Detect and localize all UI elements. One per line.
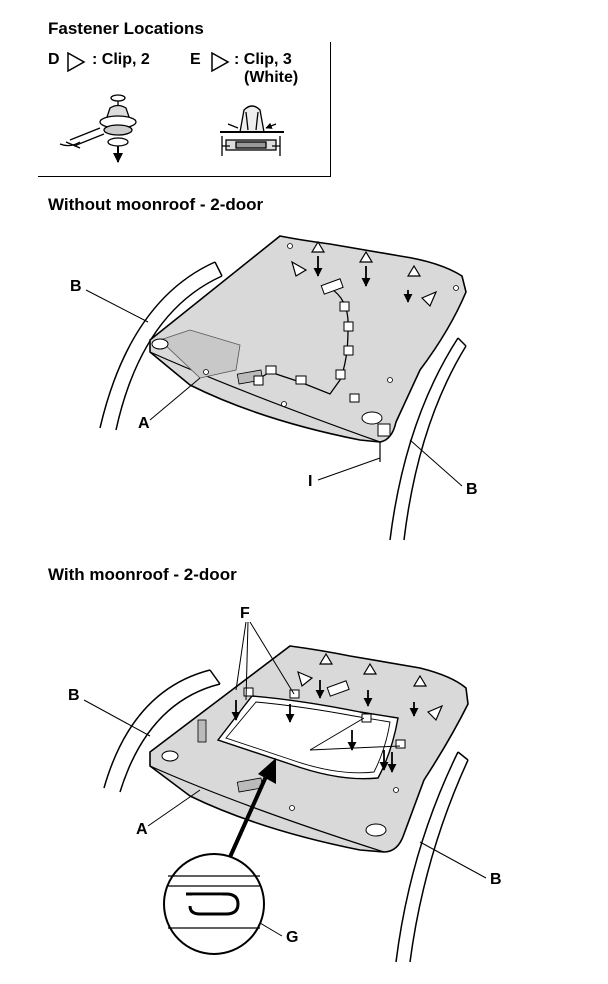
s2-label-g: G [286,929,299,946]
clip-d-illustration [59,94,137,163]
s2-clip-e-markers [318,652,428,687]
s1-pillar-left [99,261,223,431]
s2-leader-lines [83,621,487,937]
legend-e-letter: E [190,51,201,68]
legend-d-text: : Clip, 2 [92,51,150,68]
section-with-moonroof-title: With moonroof - 2-door [48,565,237,584]
s2-clip-d-markers [297,670,444,722]
s2-detail-arrow [224,758,276,867]
s2-label-f-top: F [240,605,250,622]
section-without-moonroof-title: Without moonroof - 2-door [48,195,264,214]
fastener-locations-title: Fastener Locations [48,19,204,38]
s2-pillar-right [395,751,469,963]
s1-clip-e-markers [310,240,422,303]
legend-e-text: : Clip, 3 [234,51,292,68]
s1-leader-lines [85,289,463,487]
s1-clip-d-markers [291,260,438,308]
legend-e-subtext: (White) [244,69,299,86]
legend-d-letter: D [48,51,60,68]
s1-label-i: I [308,473,313,490]
s2-headliner [149,645,469,853]
fastener-legend-box [38,42,331,177]
s1-pillar-right [389,337,467,541]
s1-headliner [149,235,467,462]
legend-d-triangle-icon [67,51,86,73]
clip-e-illustration [220,105,284,156]
s2-pillar-left [103,669,221,793]
s2-label-b-left: B [68,687,80,704]
s1-label-b-left: B [70,278,82,295]
s2-detail-magnifier [163,853,265,955]
s2-clip-arrows [231,680,419,773]
s2-label-a: A [136,821,148,838]
s1-label-b-right: B [466,481,478,498]
s2-label-b-right: B [490,871,502,888]
legend-e-triangle-icon [211,51,230,73]
s1-label-a: A [138,415,150,432]
